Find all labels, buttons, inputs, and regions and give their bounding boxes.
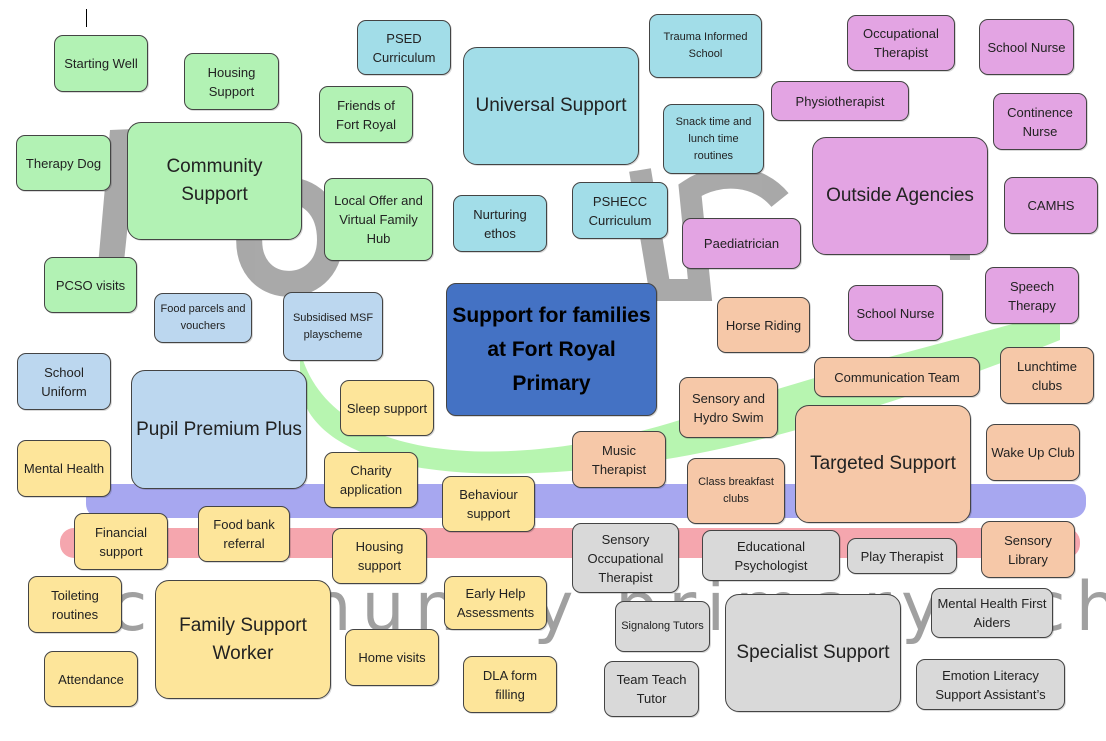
node-camhs: CAMHS [1004,177,1098,234]
node-friends-of-fort-royal: Friends of Fort Royal [319,86,413,143]
node-mental-health-first-aiders: Mental Health First Aiders [931,588,1053,638]
node-therapy-dog: Therapy Dog [16,135,111,191]
node-financial-support: Financial support [74,513,168,570]
node-school-nurse-top: School Nurse [979,19,1074,75]
node-trauma-informed-school: Trauma Informed School [649,14,762,78]
node-signalong-tutors: Signalong Tutors [615,601,710,652]
node-food-parcels-and-vouchers: Food parcels and vouchers [154,293,252,343]
node-communication-team: Communication Team [814,357,980,397]
node-speech-therapy: Speech Therapy [985,267,1079,324]
node-school-nurse-lower: School Nurse [848,285,943,341]
text-cursor [86,9,87,27]
node-paediatrician: Paediatrician [682,218,801,269]
node-dla-form-filling: DLA form filling [463,656,557,713]
node-mental-health: Mental Health [17,440,111,497]
node-physiotherapist: Physiotherapist [771,81,909,121]
node-subsidised-msf-playscheme: Subsidised MSF playscheme [283,292,383,361]
node-educational-psychologist: Educational Psychologist [702,530,840,581]
node-sensory-occupational-therapist: Sensory Occupational Therapist [572,523,679,593]
node-pcso-visits: PCSO visits [44,257,137,313]
node-occupational-therapist: Occupational Therapist [847,15,955,71]
node-housing-support: Housing Support [184,53,279,110]
node-sensory-library: Sensory Library [981,521,1075,578]
hub-specialist-support: Specialist Support [725,594,901,712]
node-school-uniform: School Uniform [17,353,111,410]
node-behaviour-support: Behaviour support [442,476,535,532]
node-horse-riding: Horse Riding [717,297,810,353]
node-class-breakfast-clubs: Class breakfast clubs [687,458,785,524]
node-play-therapist: Play Therapist [847,538,957,574]
node-charity-application: Charity application [324,452,418,508]
node-pshecc-curriculum: PSHECC Curriculum [572,182,668,239]
node-continence-nurse: Continence Nurse [993,93,1087,150]
node-early-help-assessments: Early Help Assessments [444,576,547,630]
center-support-for-families: Support for families at Fort Royal Prima… [446,283,657,416]
node-lunchtime-clubs: Lunchtime clubs [1000,347,1094,404]
node-food-bank-referral: Food bank referral [198,506,290,562]
hub-community-support: Community Support [127,122,302,240]
node-psed-curriculum: PSED Curriculum [357,20,451,75]
hub-outside-agencies: Outside Agencies [812,137,988,255]
hub-targeted-support: Targeted Support [795,405,971,523]
node-home-visits: Home visits [345,629,439,686]
node-housing-support-yellow: Housing support [332,528,427,584]
node-sensory-and-hydro-swim: Sensory and Hydro Swim [679,377,778,438]
node-toileting-routines: Toileting routines [28,576,122,633]
node-sleep-support: Sleep support [340,380,434,436]
hub-family-support-worker: Family Support Worker [155,580,331,699]
node-local-offer-virtual-family-hub: Local Offer and Virtual Family Hub [324,178,433,261]
node-attendance: Attendance [44,651,138,707]
node-snack-and-lunch-routines: Snack time and lunch time routines [663,104,764,174]
node-team-teach-tutor: Team Teach Tutor [604,661,699,717]
node-nurturing-ethos: Nurturing ethos [453,195,547,252]
node-emotion-literacy-support-assistants: Emotion Literacy Support Assistant’s [916,659,1065,710]
node-music-therapist: Music Therapist [572,431,666,488]
node-wake-up-club: Wake Up Club [986,424,1080,481]
logo-script-stroke [95,126,205,300]
hub-pupil-premium-plus: Pupil Premium Plus [131,370,307,489]
hub-universal-support: Universal Support [463,47,639,165]
node-starting-well: Starting Well [54,35,148,92]
